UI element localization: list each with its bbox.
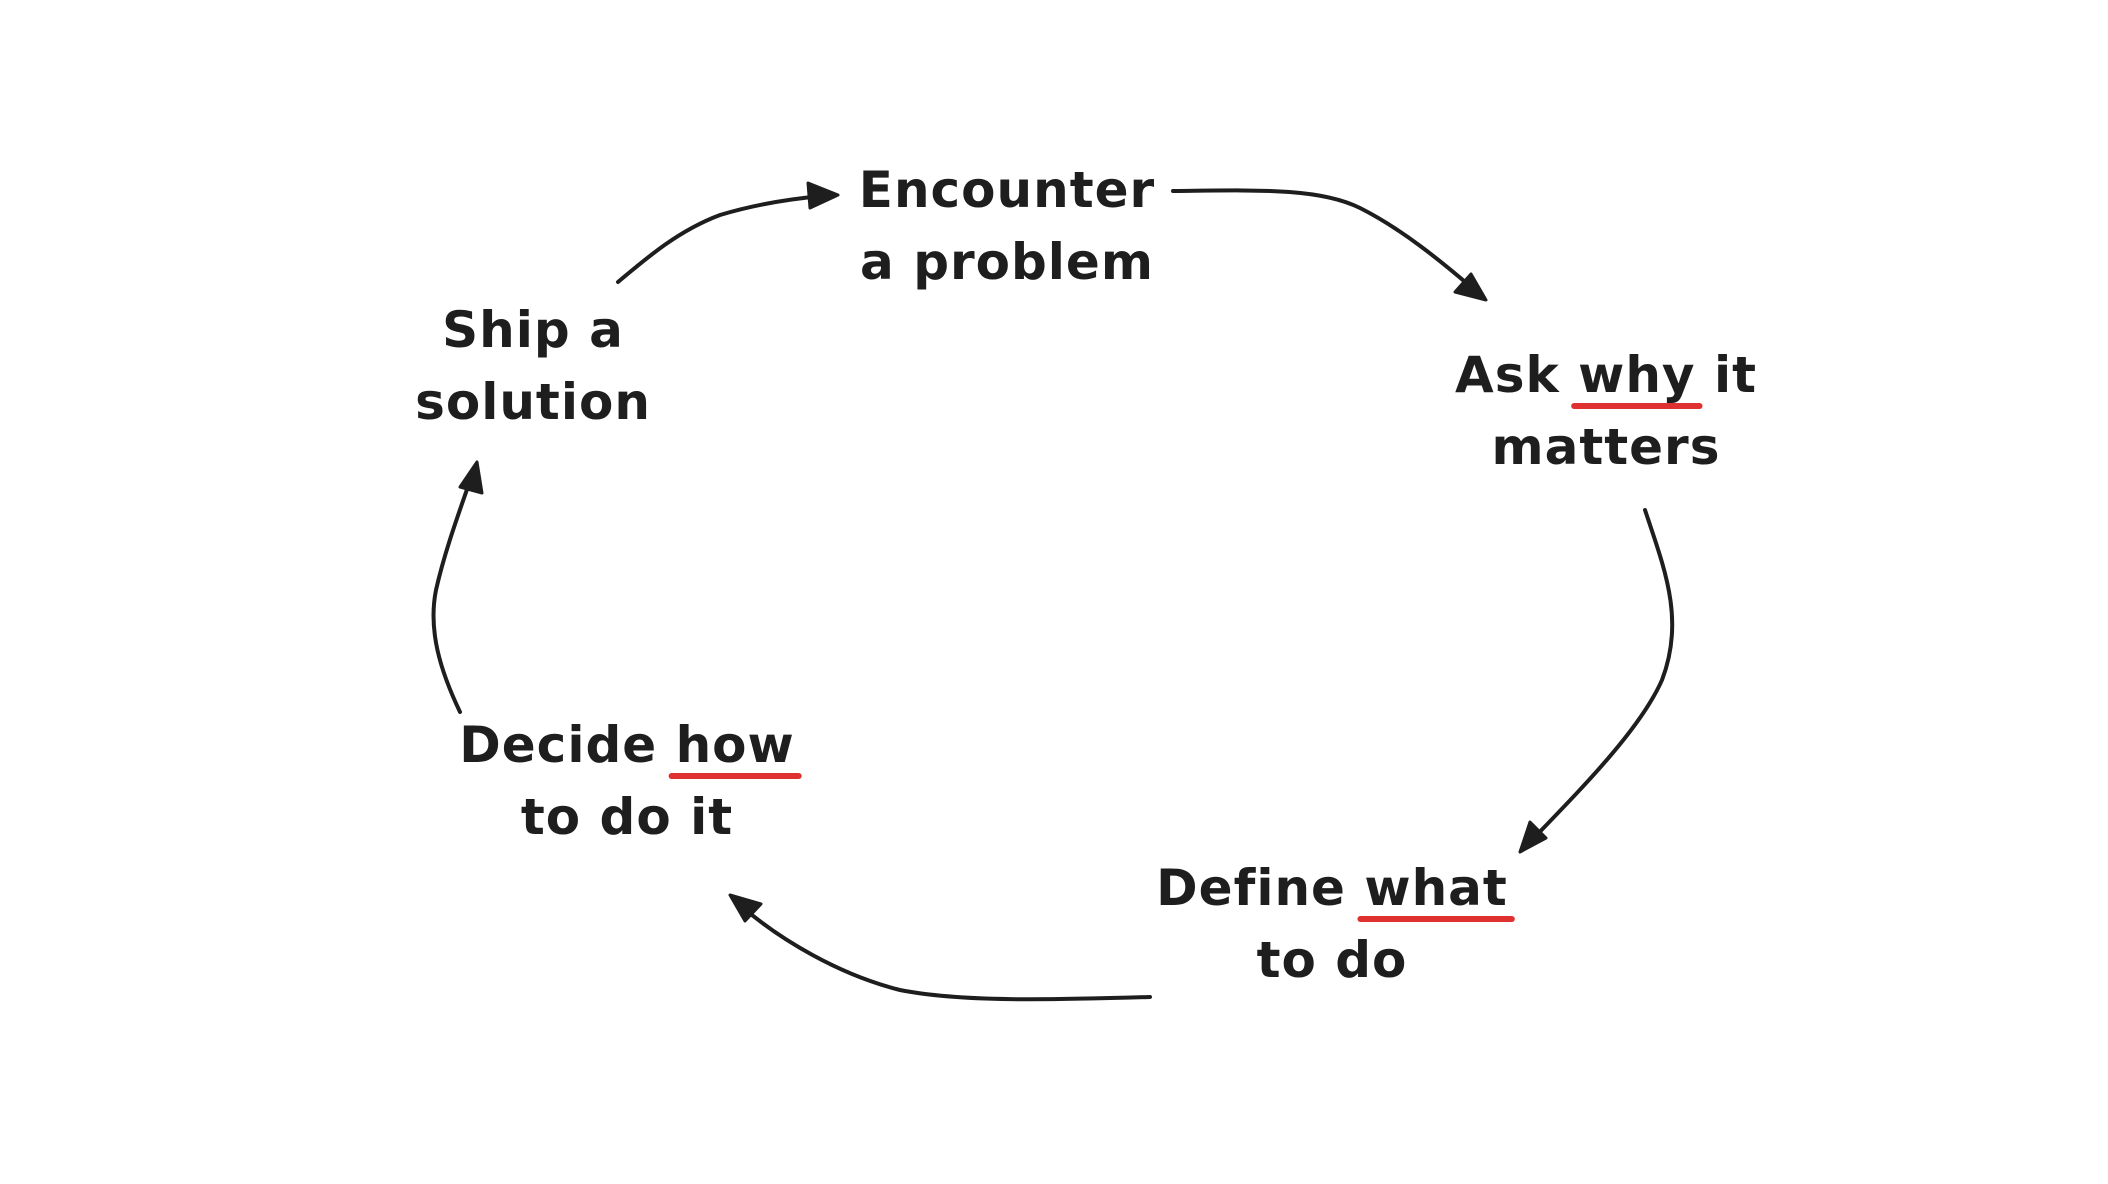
- label-segment: Decide: [459, 716, 675, 774]
- node-decide-how: Decide how to do it: [459, 716, 794, 846]
- label-segment: to do it: [521, 788, 733, 846]
- label-segment: matters: [1492, 418, 1721, 476]
- node-decide-how-line2: to do it: [521, 788, 733, 846]
- node-define-what-line2: to do: [1257, 931, 1408, 989]
- node-encounter: Encounter a problem: [859, 161, 1155, 291]
- edge-ask-why-to-define-what: [1518, 508, 1675, 854]
- node-decide-how-line1: Decide how: [459, 716, 794, 774]
- label-segment: Ship a: [442, 301, 624, 359]
- edge-decide-how-to-ship: [431, 460, 484, 714]
- node-encounter-line1: Encounter: [859, 161, 1155, 219]
- node-ship-line1: Ship a: [442, 301, 624, 359]
- node-define-what: Define what to do: [1156, 859, 1508, 989]
- emphasized-word: why: [1578, 346, 1695, 404]
- label-segment: Encounter: [859, 161, 1155, 219]
- label-segment: it: [1696, 346, 1757, 404]
- label-segment: Ask: [1455, 346, 1578, 404]
- node-ship: Ship a solution: [415, 301, 651, 431]
- emphasis-underlines: [668, 403, 1703, 922]
- emphasized-word: how: [676, 716, 795, 774]
- label-segment: a problem: [860, 233, 1154, 291]
- edge-ship-to-encounter: [616, 181, 840, 284]
- edge-define-what-to-decide-how: [728, 893, 1152, 1002]
- node-ask-why-line2: matters: [1492, 418, 1721, 476]
- node-ask-why: Ask why it matters: [1455, 346, 1757, 476]
- node-define-what-line1: Define what: [1156, 859, 1508, 917]
- label-segment: solution: [415, 373, 651, 431]
- emphasized-word: what: [1364, 859, 1507, 917]
- node-ask-why-line1: Ask why it: [1455, 346, 1757, 404]
- edge-encounter-to-ask-why: [1171, 188, 1488, 302]
- node-ship-line2: solution: [415, 373, 651, 431]
- label-segment: to do: [1257, 931, 1408, 989]
- label-segment: Define: [1156, 859, 1364, 917]
- node-encounter-line2: a problem: [860, 233, 1154, 291]
